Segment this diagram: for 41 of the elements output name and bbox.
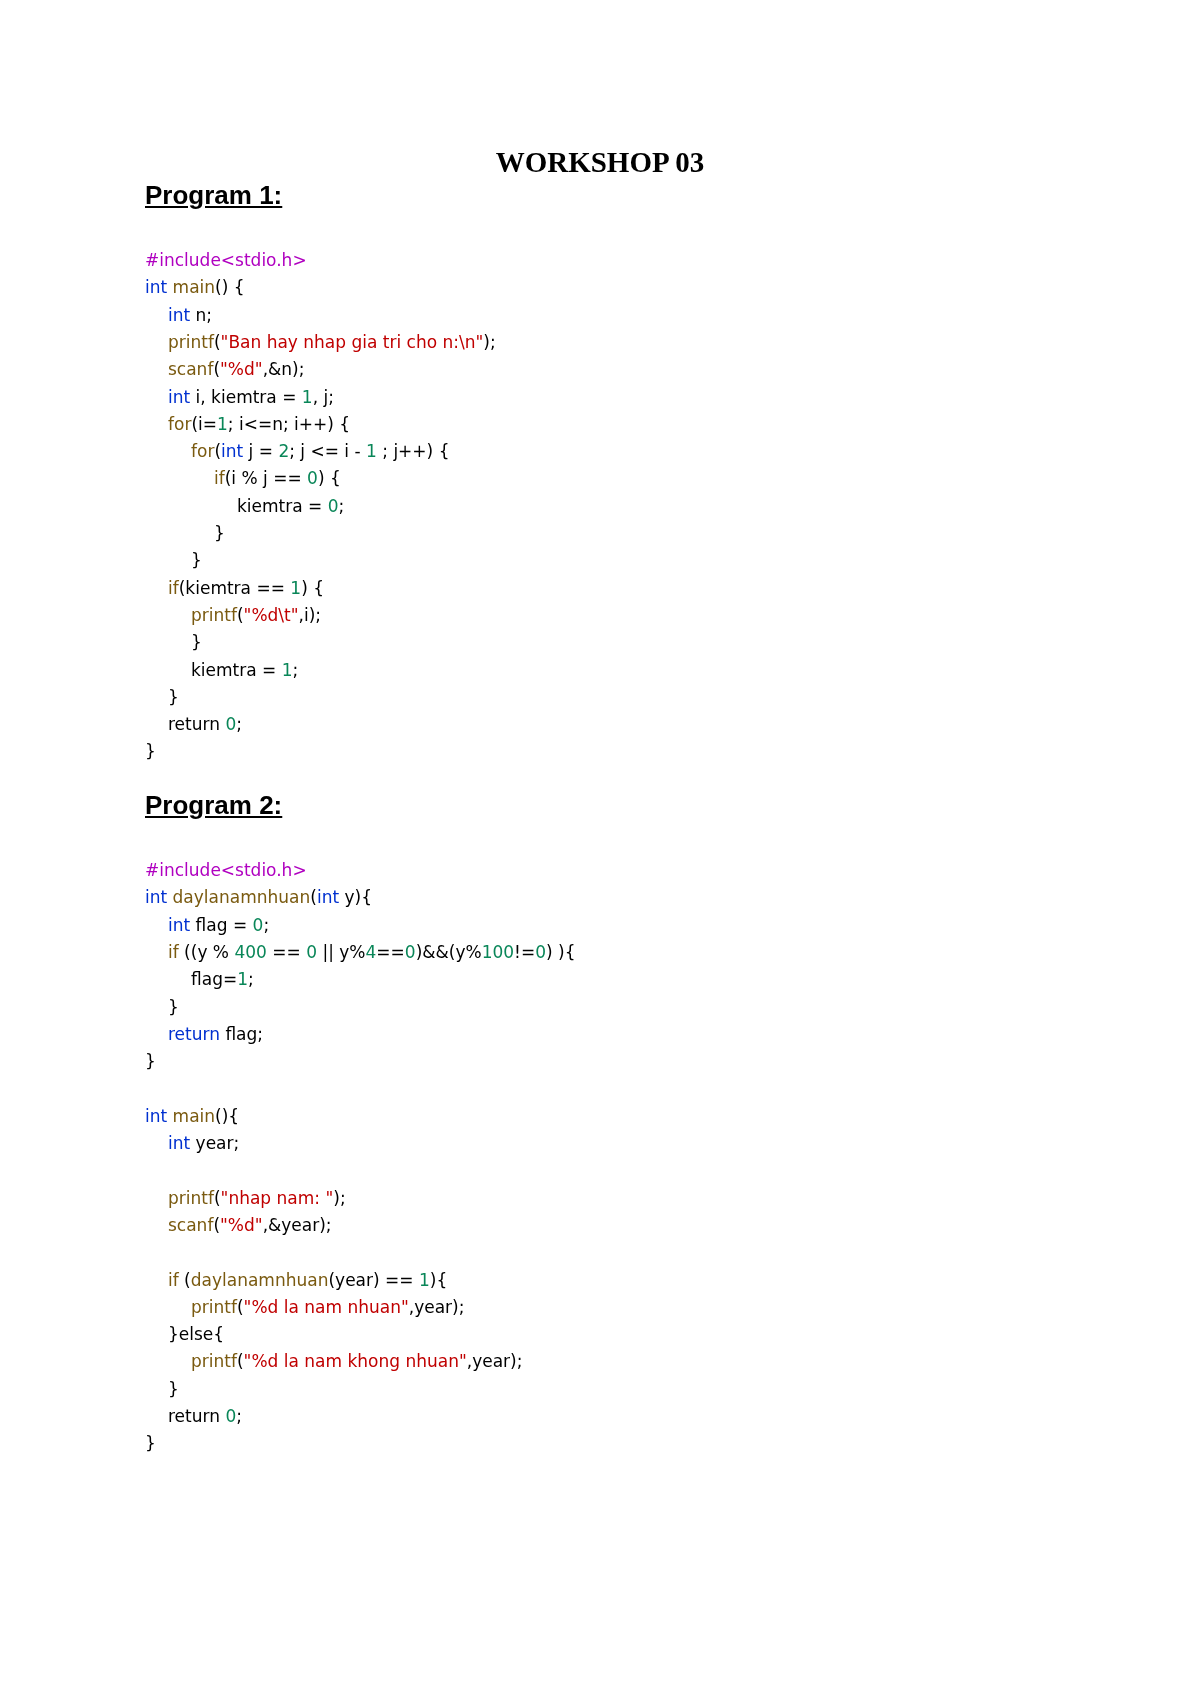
code-line: printf("%d la nam khong nhuan",year);: [191, 1351, 523, 1372]
code-line: if (daylanamnhuan(year) == 1){: [168, 1269, 448, 1290]
code-line: kiemtra = 1;: [191, 659, 299, 680]
code-line: #include<stdio.h>: [145, 250, 307, 270]
code-line: scanf("%d",&n);: [168, 359, 305, 380]
code-line: if(kiemtra == 1) {: [168, 577, 324, 598]
code-line: return 0;: [168, 714, 242, 735]
code-line: }: [191, 550, 202, 571]
code-line: scanf("%d",&year);: [168, 1214, 332, 1235]
code-line: int n;: [168, 304, 213, 325]
code-line: for(i=1; i<=n; i++) {: [168, 413, 351, 434]
code-line: }: [145, 741, 156, 762]
code-line: int daylanamnhuan(int y){: [145, 887, 372, 908]
code-line: int flag = 0;: [168, 914, 270, 935]
section-heading: Program 1:: [145, 180, 283, 211]
document-title: WORKSHOP 03: [494, 146, 706, 179]
code-line: for(int j = 2; j <= i - 1 ; j++) {: [191, 441, 450, 462]
code-line: }: [145, 1051, 156, 1072]
code-line: printf("Ban hay nhap gia tri cho n:\n");: [168, 331, 496, 352]
code-line: }: [145, 1433, 156, 1454]
code-line: if ((y % 400 == 0 || y%4==0)&&(y%100!=0) ){: [168, 941, 576, 962]
code-line: }: [191, 632, 202, 653]
code-line: int i, kiemtra = 1, j;: [168, 386, 334, 407]
section-heading: Program 2:: [145, 790, 283, 821]
code-line: }: [168, 686, 179, 707]
code-line: printf("%d\t",i);: [191, 604, 322, 625]
code-line: return 0;: [168, 1406, 242, 1426]
code-line: #include<stdio.h>: [145, 860, 307, 880]
code-line: printf("nhap nam: ");: [168, 1187, 346, 1208]
code-line: int main() {: [145, 277, 245, 298]
code-line: flag=1;: [191, 969, 254, 990]
code-line: if(i % j == 0) {: [214, 468, 341, 489]
code-line: }: [168, 1378, 179, 1399]
code-line: }else{: [168, 1324, 225, 1345]
code-line: kiemtra = 0;: [237, 495, 345, 516]
code-line: return flag;: [168, 1023, 264, 1044]
code-line: }: [214, 523, 225, 543]
code-line: }: [168, 996, 179, 1017]
code-line: printf("%d la nam nhuan",year);: [191, 1296, 465, 1317]
code-line: int year;: [168, 1133, 240, 1153]
code-line: int main(){: [145, 1105, 240, 1126]
